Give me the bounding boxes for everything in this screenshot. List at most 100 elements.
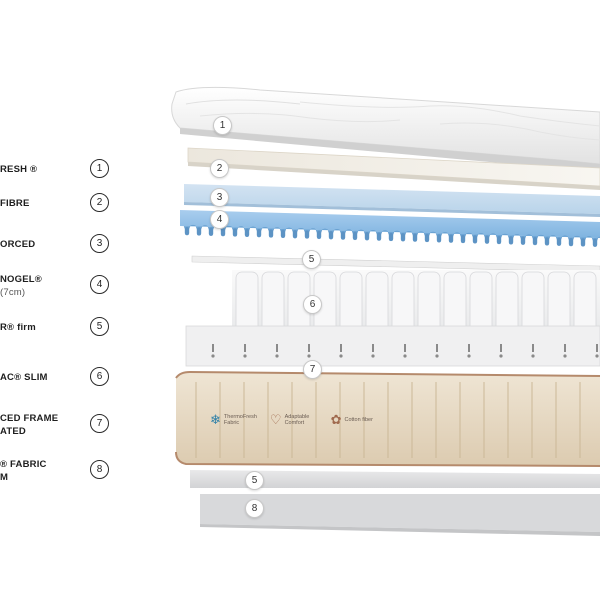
- logo-adaptable-comfort: ♡ Adaptable Comfort: [270, 413, 319, 426]
- gel-bump-shadow: [532, 236, 538, 246]
- layer-badge-3: 3: [210, 188, 229, 207]
- frame-dot: [595, 354, 599, 358]
- layer-5-base-sheet: [190, 470, 600, 488]
- logo-text: Cotton fiber: [344, 416, 373, 423]
- layer-legend: RESH ® 1 FIBRE 2 ORCED 3 NOGEL® (7cm) 4 …: [0, 0, 112, 600]
- frame-mark: [308, 344, 310, 352]
- gel-bump-shadow: [256, 228, 262, 238]
- layer-badge-6: 6: [303, 295, 322, 314]
- frame-mark: [500, 344, 502, 352]
- gel-bump-shadow: [460, 234, 466, 244]
- gel-bump-shadow: [388, 232, 394, 242]
- frame-mark: [532, 344, 534, 352]
- legend-number: 8: [90, 460, 109, 479]
- gel-bump-shadow: [424, 233, 430, 243]
- frame-dot: [435, 354, 439, 358]
- gel-bump-shadow: [340, 231, 346, 240]
- legend-label: ® FABRIC M: [0, 459, 47, 483]
- gel-bump-shadow: [496, 235, 502, 245]
- legend-label: FIBRE: [0, 198, 30, 209]
- legend-number: 7: [90, 414, 109, 433]
- layer-4-gel: [180, 210, 600, 247]
- frame-mark: [468, 344, 470, 352]
- layer-badge-7: 7: [303, 360, 322, 379]
- frame-dot: [243, 354, 247, 358]
- layer-badge-2: 2: [210, 159, 229, 178]
- layer-7-frame: [185, 325, 600, 367]
- frame-mark: [596, 344, 598, 352]
- gel-bump-shadow: [484, 235, 490, 244]
- gel-bump-shadow: [472, 235, 478, 244]
- layer-badge-1: 1: [213, 116, 232, 135]
- gel-bump-shadow: [568, 237, 574, 247]
- frame-dot: [531, 354, 535, 358]
- gel-bump-shadow: [376, 232, 382, 241]
- legend-label: AC® SLIM: [0, 372, 48, 383]
- legend-label: R® firm: [0, 322, 36, 333]
- gel-bump-shadow: [280, 229, 286, 239]
- cover-logos: ❄ ThermoFresh Fabric ♡ Adaptable Comfort…: [210, 413, 378, 426]
- gel-bump-shadow: [448, 234, 454, 243]
- logo-thermofresh: ❄ ThermoFresh Fabric: [210, 413, 258, 426]
- gel-bump-shadow: [412, 233, 418, 242]
- frame-mark: [436, 344, 438, 352]
- gel-bump-shadow: [592, 238, 598, 247]
- layer-badge-8: 8: [245, 499, 264, 518]
- gel-bump-shadow: [508, 236, 514, 245]
- gel-bump-shadow: [244, 228, 250, 238]
- quilted-cover: [175, 370, 600, 467]
- frame-mark: [244, 344, 246, 352]
- frame-dot: [371, 354, 375, 358]
- gel-bump-shadow: [208, 227, 214, 237]
- layer-badge-5: 5: [302, 250, 321, 269]
- gel-bump-shadow: [556, 237, 562, 246]
- layer-2-fibre: [187, 147, 600, 190]
- frame-mark: [372, 344, 374, 352]
- frame-dot: [467, 354, 471, 358]
- frame-mark: [564, 344, 566, 352]
- frame-mark: [212, 344, 214, 352]
- gel-bump-shadow: [220, 227, 226, 237]
- gel-bump-shadow: [292, 229, 298, 239]
- legend-number: 4: [90, 275, 109, 294]
- frame-mark: [276, 344, 278, 352]
- frame-dot: [403, 354, 407, 358]
- legend-label: NOGEL® (7cm): [0, 274, 42, 298]
- frame-dot: [275, 354, 279, 358]
- frame-dot: [499, 354, 503, 358]
- legend-number: 6: [90, 367, 109, 386]
- legend-label: ORCED: [0, 239, 36, 250]
- cotton-flower-icon: ✿: [330, 412, 342, 427]
- layer-badge-5b: 5: [245, 471, 264, 490]
- gel-bump-shadow: [520, 236, 526, 245]
- legend-number: 1: [90, 159, 109, 178]
- gel-bump-shadow: [316, 230, 322, 240]
- logo-text: Adaptable Comfort: [284, 413, 310, 426]
- legend-number: 3: [90, 234, 109, 253]
- layer-3-foam: [184, 184, 600, 217]
- frame-dot: [339, 354, 343, 358]
- gel-bump-shadow: [232, 228, 238, 237]
- frame-mark: [404, 344, 406, 352]
- layer-5-sheet: [191, 255, 600, 273]
- gel-bump-shadow: [196, 227, 202, 236]
- layer-badge-4: 4: [210, 210, 229, 229]
- legend-number: 5: [90, 317, 109, 336]
- frame-dot: [211, 354, 215, 358]
- gel-bump-shadow: [400, 233, 406, 242]
- gel-bump-shadow: [436, 234, 442, 243]
- gel-bump-shadow: [304, 230, 310, 239]
- frame-dot: [307, 354, 311, 358]
- gel-bump-shadow: [328, 231, 334, 240]
- legend-label: CED FRAME ATED: [0, 413, 59, 437]
- gel-bump-shadow: [352, 231, 358, 241]
- legend-number: 2: [90, 193, 109, 212]
- layer-8-base-fabric: [200, 494, 600, 536]
- logo-cotton-fiber: ✿ Cotton fiber: [331, 413, 379, 426]
- frame-mark: [340, 344, 342, 352]
- gel-bump-shadow: [544, 237, 550, 246]
- layer-1-cover: [171, 86, 600, 172]
- frame-dot: [563, 354, 567, 358]
- snowflake-icon: ❄: [210, 412, 221, 427]
